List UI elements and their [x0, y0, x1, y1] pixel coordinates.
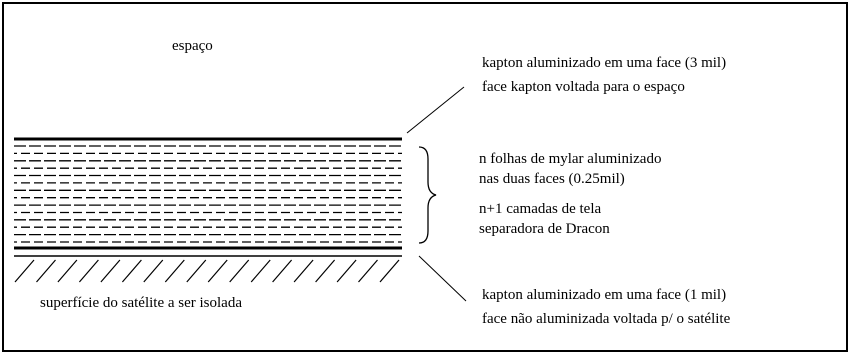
hatch-mark	[336, 259, 357, 283]
hatch-mark	[250, 259, 271, 283]
hatch-mark	[14, 259, 35, 283]
hatch-mark	[379, 259, 400, 283]
top-layer-label-line2: face kapton voltada para o espaço	[482, 79, 685, 95]
hatch-mark	[186, 259, 207, 283]
hatch-mark	[358, 259, 378, 283]
hatch-mark	[121, 259, 142, 283]
hatch-mark	[272, 259, 293, 283]
hatch-mark	[229, 259, 250, 283]
hatch-mark	[100, 259, 121, 283]
leader-line-top	[406, 86, 465, 134]
mylar-label-line1: n folhas de mylar aluminizado	[479, 151, 662, 167]
dacron-label-line1: n+1 camadas de tela	[479, 201, 602, 217]
hatch-mark	[78, 259, 99, 283]
hatch-mark	[293, 259, 314, 283]
leader-line-bottom	[418, 255, 467, 302]
hatch-mark	[315, 259, 336, 283]
space-label: espaço	[172, 38, 213, 54]
hatch-mark	[164, 259, 185, 283]
hatch-mark	[36, 259, 56, 283]
hatch-mark	[207, 259, 228, 283]
hatch-mark	[143, 259, 164, 283]
mylar-dacron-stack	[14, 145, 402, 243]
surface-hatching	[14, 259, 400, 283]
dacron-label-line2: separadora de Dracon	[479, 221, 610, 237]
diagram-frame: espaço kapton aluminizado em uma face (3…	[2, 2, 848, 352]
hatch-mark	[57, 259, 78, 283]
surface-label: superfície do satélite a ser isolada	[40, 295, 243, 311]
top-layer-label-line1: kapton aluminizado em uma face (3 mil)	[482, 55, 727, 71]
bottom-layer-label-line2: face não aluminizada voltada p/ o satéli…	[482, 311, 731, 327]
mli-blanket-diagram	[14, 86, 467, 302]
curly-brace	[418, 146, 437, 244]
mylar-label-line2: nas duas faces (0.25mil)	[479, 171, 625, 187]
bottom-layer-label-line1: kapton aluminizado em uma face (1 mil)	[482, 287, 727, 303]
